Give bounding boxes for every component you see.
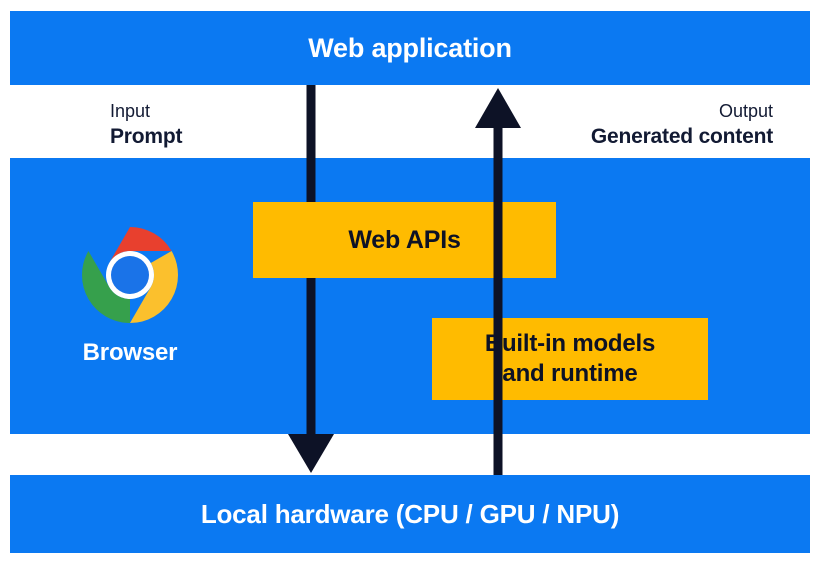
input-flow-value: Prompt bbox=[110, 124, 183, 148]
layer-local-hardware: Local hardware (CPU / GPU / NPU) bbox=[10, 475, 810, 553]
output-flow-label: Output Generated content bbox=[591, 100, 773, 150]
output-flow-arrowhead bbox=[475, 88, 521, 128]
layer-browser-label: Browser bbox=[82, 339, 178, 366]
input-flow-kind: Input bbox=[110, 101, 151, 121]
box-web-apis: Web APIs bbox=[253, 202, 556, 278]
input-flow-arrowhead bbox=[288, 434, 334, 473]
layer-local-hardware-label: Local hardware (CPU / GPU / NPU) bbox=[200, 499, 620, 529]
browser-identity-group: Browser bbox=[60, 225, 200, 367]
box-built-in-models-label: Built-in models and runtime bbox=[484, 329, 656, 389]
box-built-in-models-line-2: and runtime bbox=[502, 360, 638, 387]
output-flow-kind: Output bbox=[718, 101, 773, 121]
output-flow-value: Generated content bbox=[590, 124, 773, 148]
layer-web-application: Web application bbox=[10, 11, 810, 85]
box-built-in-models: Built-in models and runtime bbox=[432, 318, 708, 400]
input-flow-label: Input Prompt bbox=[110, 100, 183, 150]
box-built-in-models-line-1: Built-in models bbox=[484, 330, 656, 357]
box-web-apis-label: Web APIs bbox=[348, 225, 461, 254]
layer-web-application-label: Web application bbox=[308, 33, 512, 63]
chrome-logo-icon bbox=[81, 227, 179, 323]
